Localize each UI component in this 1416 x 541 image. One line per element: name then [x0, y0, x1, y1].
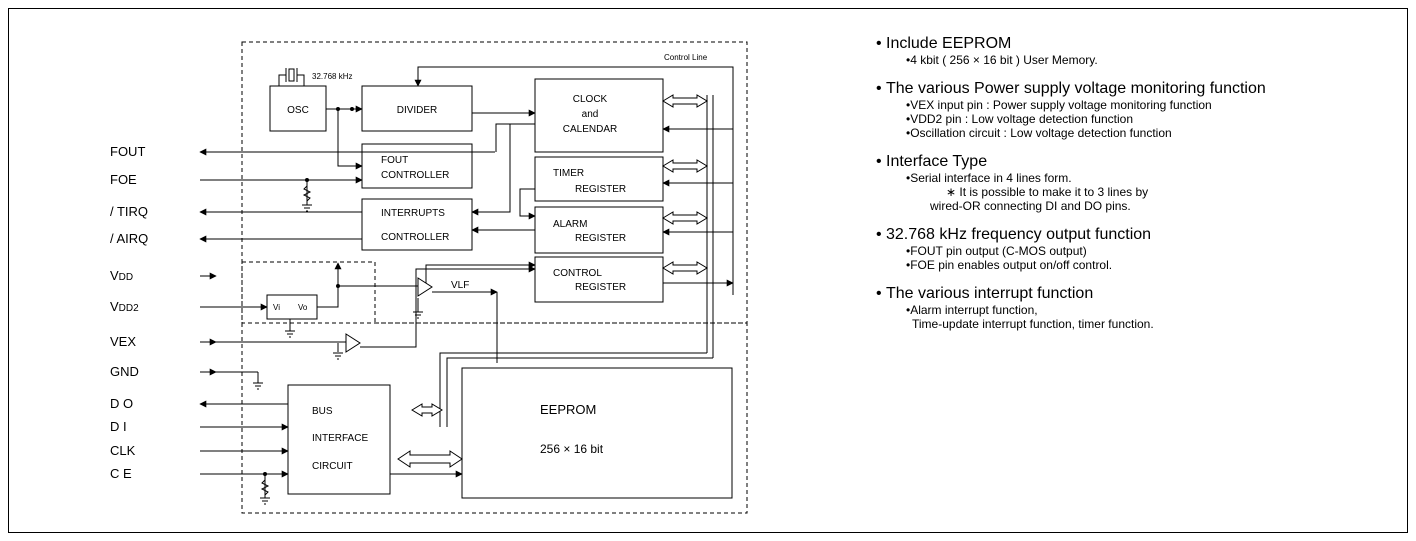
alarm-register-block [534, 206, 664, 254]
feature-detail: •FOE pin enables output on/off control. [906, 258, 1113, 272]
pin-airq: / AIRQ [110, 231, 148, 246]
fout-ctrl-label-1: FOUT [381, 155, 408, 166]
crystal-icon [278, 68, 305, 86]
bullet-icon: • [876, 80, 882, 97]
feature-detail: Time-update interrupt function, timer fu… [912, 317, 1154, 331]
vlf-link [425, 261, 536, 283]
pin-gnd: GND [110, 364, 139, 379]
interrupts-label-2: CONTROLLER [381, 232, 449, 243]
osc-label: OSC [287, 105, 309, 116]
vi-label: Vi [273, 303, 280, 312]
pin-foe: FOE [110, 172, 137, 187]
pin-ce: C E [110, 466, 132, 481]
bus-label-3: CIRCUIT [312, 461, 353, 472]
alarm-label-2: REGISTER [575, 233, 626, 244]
clock-calendar-block [534, 78, 664, 153]
feature-power-monitoring: •The various Power supply voltage monito… [876, 79, 1396, 140]
pin-fout: FOUT [110, 144, 145, 159]
feature-detail: •Oscillation circuit : Low voltage detec… [906, 126, 1172, 140]
feature-list: •Include EEPROM •4 kbit ( 256 × 16 bit )… [876, 34, 1396, 343]
clock-label-3: CALENDAR [563, 124, 617, 135]
timer-label-2: REGISTER [575, 184, 626, 195]
eeprom-block [461, 367, 733, 499]
bullet-icon: • [876, 35, 882, 52]
feature-title: Interface Type [886, 153, 988, 170]
feature-detail: •VDD2 pin : Low voltage detection functi… [906, 112, 1134, 126]
page-frame [8, 8, 1408, 533]
vo-label: Vo [298, 303, 308, 312]
divider-label: DIVIDER [397, 105, 438, 116]
pin-clk: CLK [110, 443, 136, 458]
feature-title: Include EEPROM [886, 35, 1012, 52]
fout-controller-block [361, 143, 473, 189]
feature-title: The various Power supply voltage monitor… [886, 80, 1266, 97]
timer-label-1: TIMER [553, 168, 584, 179]
vlf-label: VLF [451, 280, 469, 291]
control-line-label: Control Line [664, 53, 708, 62]
pin-vdd2: VDD2 [110, 299, 139, 314]
bus-label-2: INTERFACE [312, 433, 368, 444]
pin-tirq: / TIRQ [110, 204, 148, 219]
pin-di: D I [110, 419, 127, 434]
crystal-frequency-label: 32.768 kHz [312, 72, 352, 81]
control-register-block [534, 256, 664, 303]
bus-interface-block [287, 384, 391, 495]
power-region [242, 261, 376, 323]
feature-title: The various interrupt function [886, 285, 1094, 302]
dashed-outlines [241, 41, 748, 514]
interrupts-controller-block [361, 198, 473, 251]
feature-detail: •FOUT pin output (C-MOS output) [906, 244, 1087, 258]
feature-detail: •VEX input pin : Power supply voltage mo… [906, 98, 1212, 112]
eeprom-label-2: 256 × 16 bit [540, 442, 604, 456]
feature-interface-type: •Interface Type •Serial interface in 4 l… [876, 152, 1396, 213]
feature-detail: wired-OR connecting DI and DO pins. [930, 199, 1131, 213]
control-reg-label-1: CONTROL [553, 268, 602, 279]
feature-title: 32.768 kHz frequency output function [886, 226, 1152, 243]
clock-label-1: CLOCK [573, 94, 608, 105]
pin-do: D O [110, 396, 133, 411]
timer-register-block [534, 156, 664, 202]
eeprom-region [241, 262, 748, 514]
feature-detail: •4 kbit ( 256 × 16 bit ) User Memory. [906, 53, 1098, 67]
control-reg-label-2: REGISTER [575, 282, 626, 293]
alarm-label-1: ALARM [553, 219, 587, 230]
bullet-icon: • [876, 153, 882, 170]
clock-label-2: and [582, 109, 599, 120]
bullet-icon: • [876, 226, 882, 243]
feature-frequency-output: •32.768 kHz frequency output function •F… [876, 225, 1396, 272]
pin-vdd: VDD [110, 268, 133, 283]
ground-symbols [253, 204, 423, 505]
fout-ctrl-label-2: CONTROLLER [381, 170, 449, 181]
feature-detail: ∗ It is possible to make it to 3 lines b… [946, 185, 1149, 199]
bus-label-1: BUS [312, 406, 333, 417]
interrupts-label-1: INTERRUPTS [381, 208, 445, 219]
feature-interrupt: •The various interrupt function •Alarm i… [876, 284, 1396, 331]
eeprom-label-1: EEPROM [540, 402, 596, 417]
bullet-icon: • [876, 285, 882, 302]
pin-vex: VEX [110, 334, 136, 349]
feature-detail: •Alarm interrupt function, [906, 303, 1038, 317]
feature-detail: •Serial interface in 4 lines form. [906, 171, 1072, 185]
osc-block [269, 85, 327, 132]
feature-eeprom: •Include EEPROM •4 kbit ( 256 × 16 bit )… [876, 34, 1396, 67]
